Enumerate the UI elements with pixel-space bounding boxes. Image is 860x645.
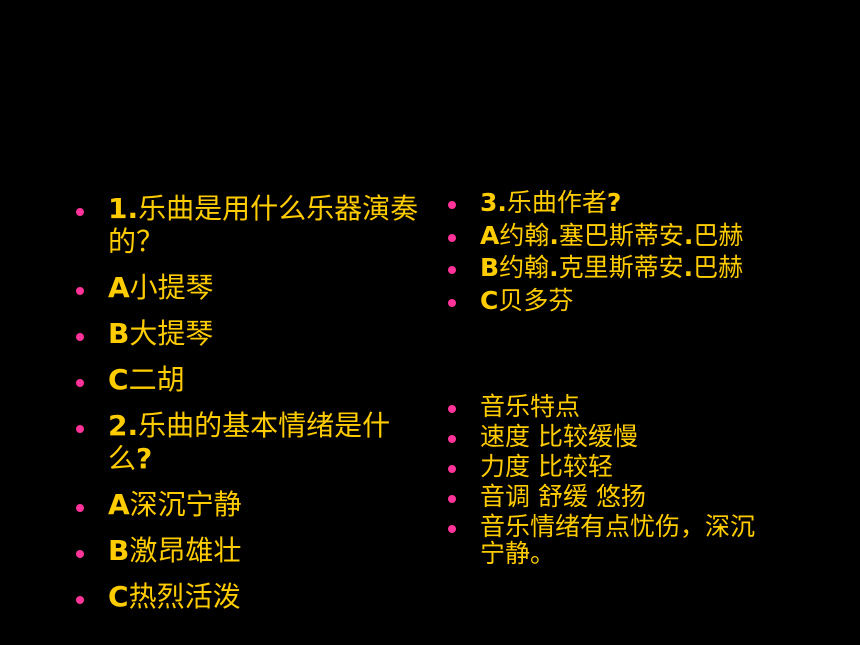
option-text: 深沉宁静 xyxy=(129,488,242,522)
question-3-option-c: C贝多芬 xyxy=(448,286,848,316)
option-letter: B xyxy=(480,253,500,282)
feature-item: 力度 比较轻 xyxy=(448,453,778,480)
option-text-part: 贝多芬 xyxy=(498,285,574,315)
option-text-part: 巴赫 xyxy=(693,253,744,282)
feature-item: 音乐特点 xyxy=(448,393,778,420)
question-1-option-c: C二胡 xyxy=(76,363,421,396)
option-letter: C xyxy=(108,363,129,397)
option-dot: . xyxy=(549,253,559,282)
option-text: 二胡 xyxy=(128,363,185,397)
option-text: 热烈活泼 xyxy=(128,580,241,614)
question-3-number: 3. xyxy=(480,188,507,217)
question-1-number: 1. xyxy=(108,192,139,225)
option-dot: . xyxy=(683,253,694,282)
option-text: 小提琴 xyxy=(129,271,214,305)
question-2-option-b: B激昂雄壮 xyxy=(76,534,421,567)
right-question-list: 3.乐曲作者? A约翰.塞巴斯蒂安.巴赫 B约翰.克里斯蒂安.巴赫 C贝多芬 xyxy=(448,188,848,318)
option-text-part: 巴赫 xyxy=(693,220,744,250)
question-2-qmark: ? xyxy=(136,442,153,476)
question-1-option-a: A小提琴 xyxy=(76,271,421,304)
feature-item: 音调 舒缓 悠扬 xyxy=(448,483,778,510)
question-3-option-a: A约翰.塞巴斯蒂安.巴赫 xyxy=(448,221,848,251)
option-letter: B xyxy=(108,534,130,568)
option-letter: C xyxy=(480,285,499,315)
music-features-list: 音乐特点 速度 比较缓慢 力度 比较轻 音调 舒缓 悠扬 音乐情绪有点忧伤，深沉… xyxy=(448,393,778,570)
option-letter: A xyxy=(480,220,500,250)
option-text-part: 约翰 xyxy=(499,253,550,282)
option-letter: B xyxy=(108,317,130,351)
option-letter: C xyxy=(108,580,129,614)
question-2-number: 2. xyxy=(108,409,139,443)
option-text: 大提琴 xyxy=(129,317,214,351)
question-3: 3.乐曲作者? xyxy=(448,188,848,218)
option-dot: . xyxy=(683,220,694,250)
option-text-part: 克里斯蒂安 xyxy=(558,253,684,282)
option-dot: . xyxy=(549,220,559,250)
feature-item: 音乐情绪有点忧伤，深沉宁静。 xyxy=(448,513,778,567)
option-text-part: 约翰 xyxy=(499,220,550,250)
feature-item: 速度 比较缓慢 xyxy=(448,423,778,450)
question-3-text: 乐曲作者 xyxy=(506,188,607,217)
question-1-option-b: B大提琴 xyxy=(76,317,421,350)
question-1-text: 乐曲是用什么乐器演奏的？ xyxy=(108,192,419,259)
question-3-qmark: ? xyxy=(606,188,622,217)
option-text: 激昂雄壮 xyxy=(129,534,242,568)
question-2: 2.乐曲的基本情绪是什么? xyxy=(76,409,421,475)
question-2-option-a: A深沉宁静 xyxy=(76,488,421,521)
option-letter: A xyxy=(108,488,130,522)
question-3-option-b: B约翰.克里斯蒂安.巴赫 xyxy=(448,253,848,283)
question-1: 1.乐曲是用什么乐器演奏的？ xyxy=(76,192,421,258)
option-text-part: 塞巴斯蒂安 xyxy=(558,220,684,250)
option-letter: A xyxy=(108,271,130,305)
left-question-list: 1.乐曲是用什么乐器演奏的？ A小提琴 B大提琴 C二胡 2.乐曲的基本情绪是什… xyxy=(76,192,421,626)
question-2-text: 乐曲的基本情绪是什么 xyxy=(108,409,391,476)
question-2-option-c: C热烈活泼 xyxy=(76,580,421,613)
